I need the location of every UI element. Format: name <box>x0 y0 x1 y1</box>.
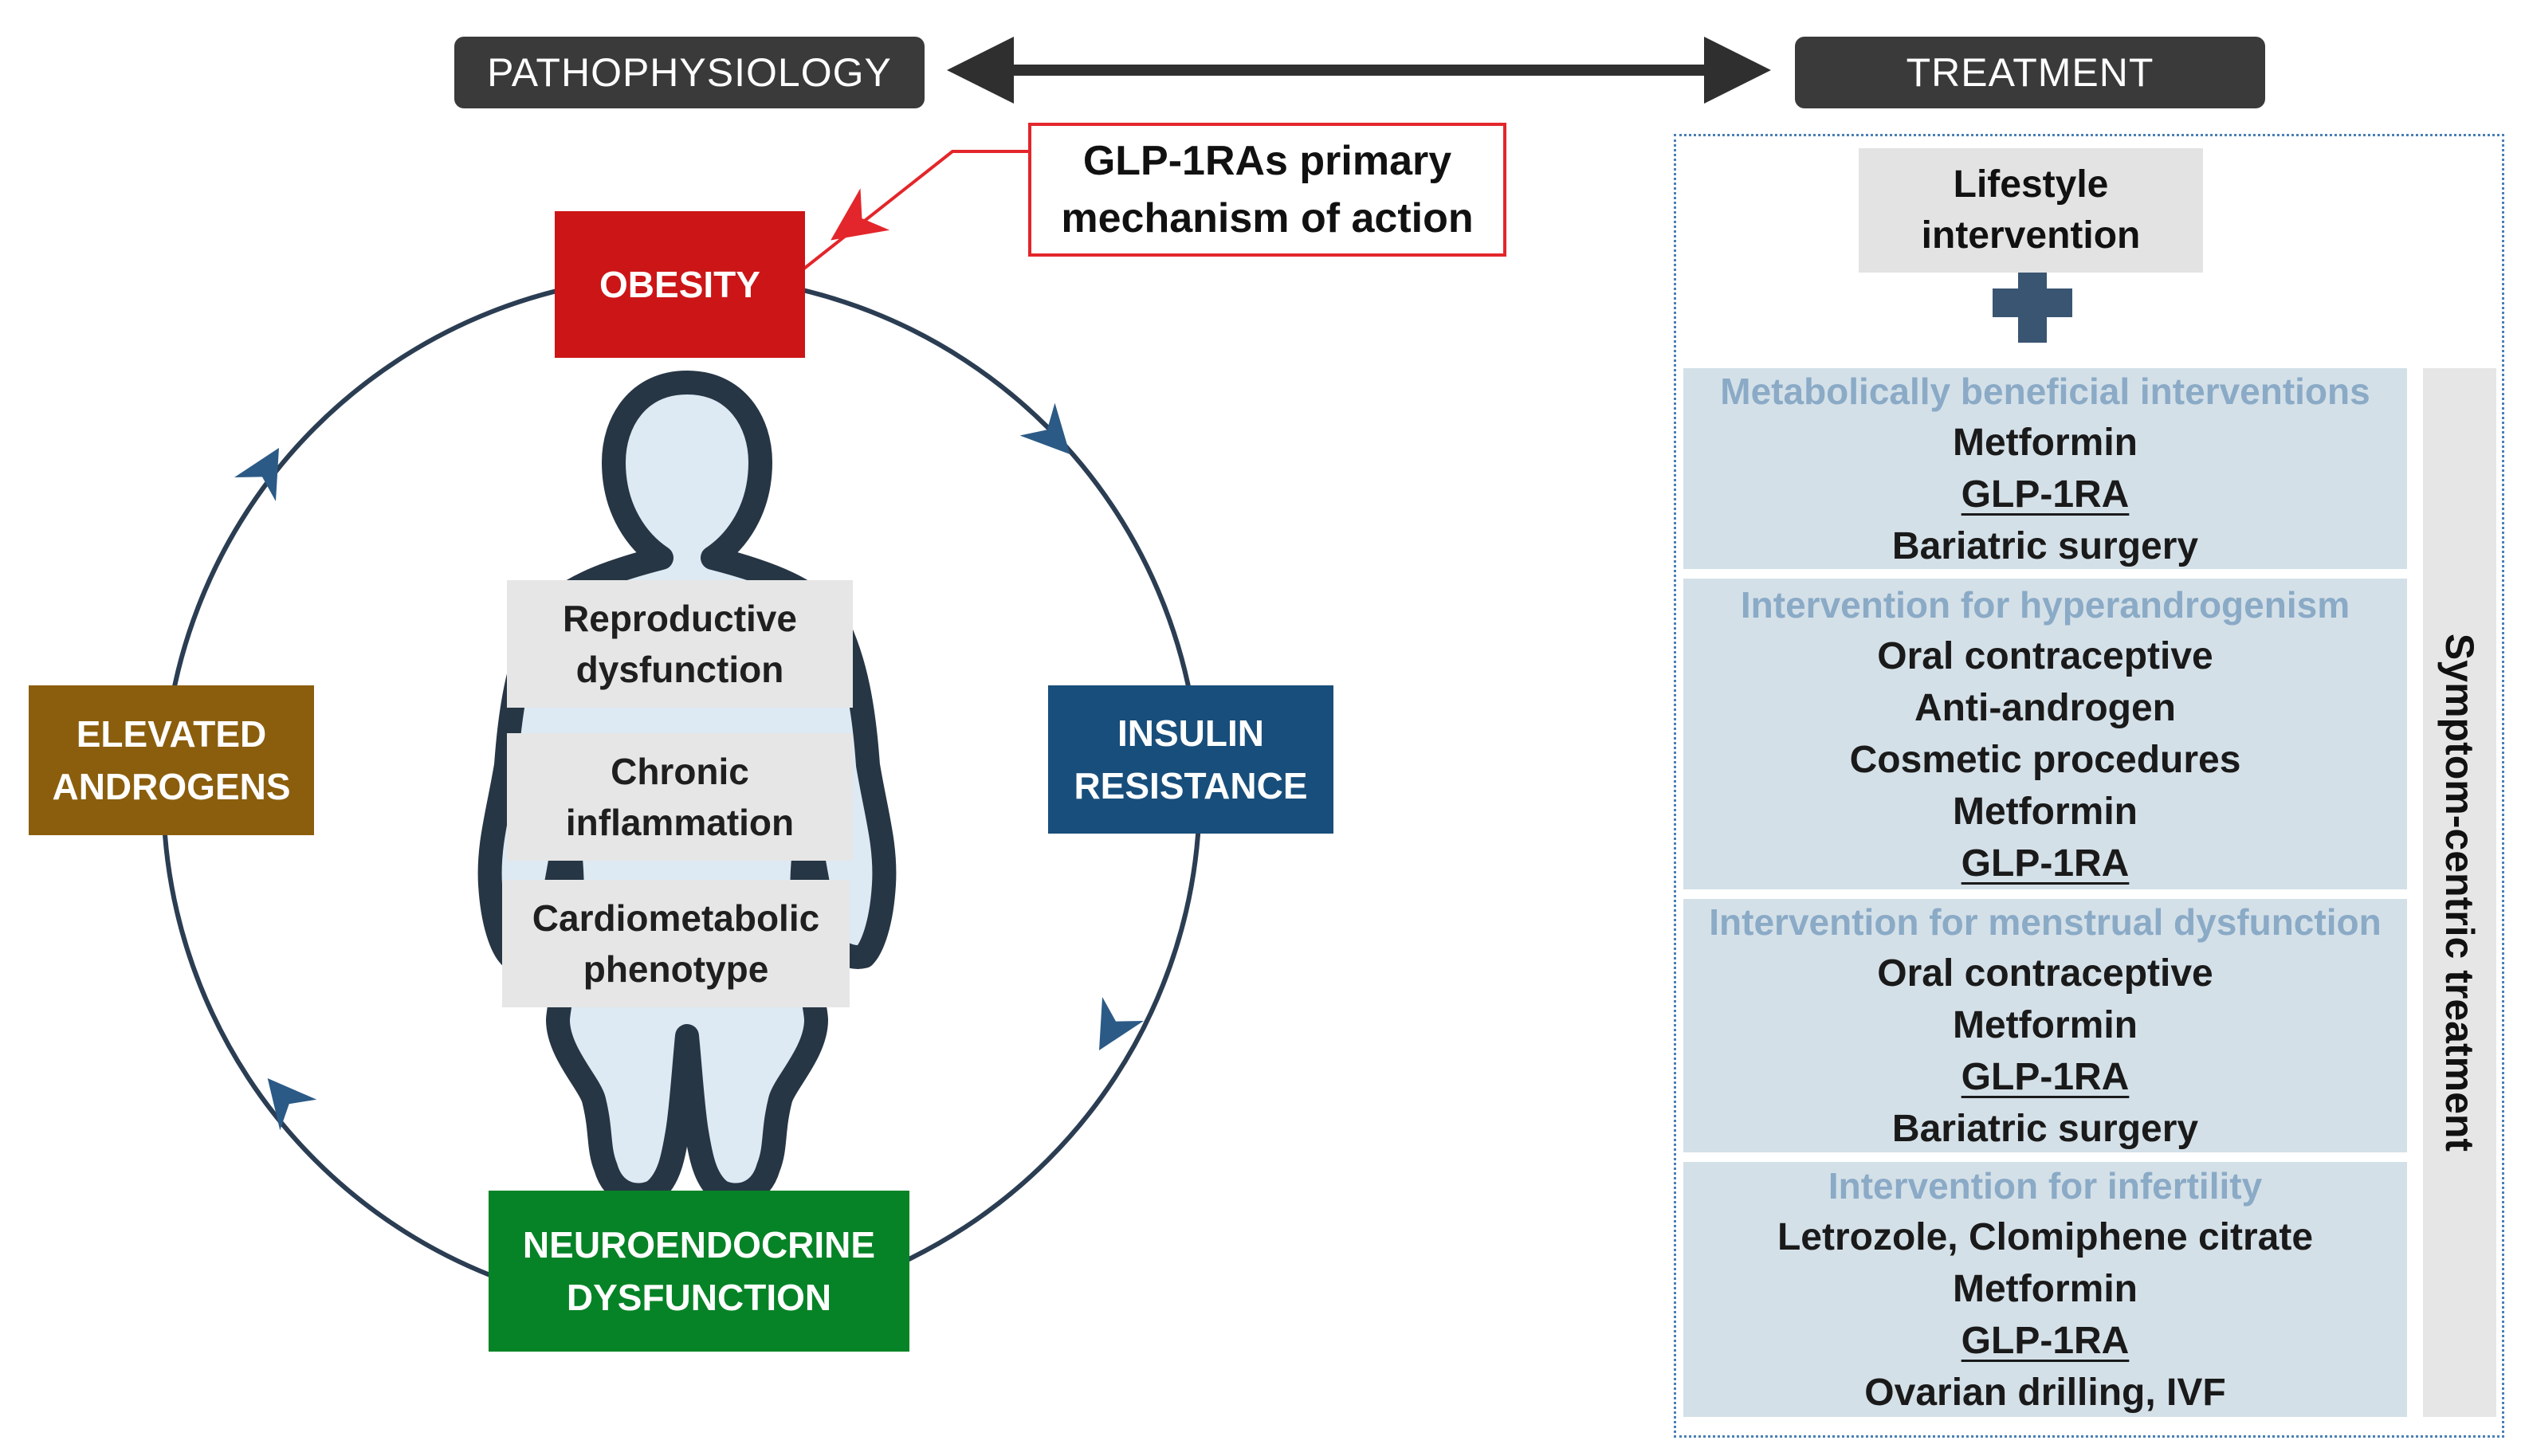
node-neuroendocrine-dysfunction: NEUROENDOCRINE DYSFUNCTION <box>489 1191 909 1352</box>
treatment-section-infertility: Intervention for infertility Letrozole, … <box>1683 1162 2407 1417</box>
section-item: Metformin <box>1953 790 2138 833</box>
node-neuro-line-1: NEUROENDOCRINE <box>522 1224 876 1266</box>
section-item: Metformin <box>1953 1268 2138 1310</box>
lifestyle-line-1: Lifestyle <box>1953 163 2109 206</box>
body-box-cardiometabolic: Cardiometabolic phenotype <box>502 880 850 1007</box>
chevron-obesity-to-insulin-icon <box>1019 402 1070 454</box>
pathophysiology-header-label: PATHOPHYSIOLOGY <box>487 50 892 95</box>
treatment-panel <box>1674 134 2504 1438</box>
section-item: Bariatric surgery <box>1891 524 2199 567</box>
callout-line-1: GLP-1RAs primary <box>1082 138 1452 184</box>
body-box-inflammation-line-1: Chronic <box>611 751 749 792</box>
node-insulin-line-2: RESISTANCE <box>1074 765 1308 806</box>
body-box-reproductive-line-2: dysfunction <box>575 649 784 690</box>
body-box-cardiometabolic-line-2: phenotype <box>583 948 769 990</box>
cycle-chevrons <box>234 402 1144 1131</box>
body-box-inflammation-line-2: inflammation <box>565 802 795 843</box>
node-androgen-line-2: ANDROGENS <box>52 766 291 807</box>
section-item: Ovarian drilling, IVF <box>1864 1372 2226 1414</box>
node-elevated-androgens: ELEVATED ANDROGENS <box>29 685 314 835</box>
section-heading: Intervention for menstrual dysfunction <box>1709 901 2382 943</box>
treatment-section-hyperandrogenism: Intervention for hyperandrogenism Oral c… <box>1683 579 2407 889</box>
section-item: Bariatric surgery <box>1891 1108 2199 1150</box>
section-heading: Intervention for infertility <box>1828 1165 2263 1207</box>
body-box-reproductive-line-1: Reproductive <box>563 598 797 639</box>
lifestyle-line-2: intervention <box>1921 214 2141 257</box>
node-insulin-resistance: INSULIN RESISTANCE <box>1048 685 1333 834</box>
node-insulin-line-1: INSULIN <box>1117 712 1264 754</box>
body-box-reproductive: Reproductive dysfunction <box>507 580 853 708</box>
chevron-insulin-to-neuro-icon <box>1099 997 1144 1050</box>
section-heading: Metabolically beneficial interventions <box>1720 370 2370 412</box>
section-item: Letrozole, Clomiphene citrate <box>1777 1216 2314 1258</box>
section-item: Anti-androgen <box>1914 686 2176 729</box>
section-item: Oral contraceptive <box>1877 952 2213 995</box>
section-item: GLP-1RA <box>1961 842 2130 885</box>
node-neuro-line-2: DYSFUNCTION <box>566 1277 832 1318</box>
plus-icon <box>1993 263 2072 343</box>
body-box-inflammation: Chronic inflammation <box>507 733 853 861</box>
node-obesity: OBESITY <box>555 211 805 358</box>
glp1-callout: GLP-1RAs primary mechanism of action <box>1028 123 1506 257</box>
treatment-header-label: TREATMENT <box>1906 50 2154 95</box>
node-obesity-label: OBESITY <box>599 264 760 305</box>
section-item: Cosmetic procedures <box>1849 738 2241 781</box>
chevron-neuro-to-androgen-icon <box>267 1078 317 1131</box>
symptom-centric-label: Symptom-centric treatment <box>2437 633 2482 1152</box>
symptom-centric-bar: Symptom-centric treatment <box>2423 368 2496 1417</box>
section-item: GLP-1RA <box>1961 1320 2130 1362</box>
chevron-androgen-to-obesity-icon <box>234 448 279 501</box>
section-item: GLP-1RA <box>1961 473 2130 516</box>
treatment-section-menstrual: Intervention for menstrual dysfunction O… <box>1683 899 2407 1152</box>
pathophysiology-header: PATHOPHYSIOLOGY <box>454 37 925 108</box>
section-item: GLP-1RA <box>1961 1056 2130 1098</box>
callout-arrowhead-icon <box>831 188 890 241</box>
section-item: Metformin <box>1953 421 2138 464</box>
callout-line-2: mechanism of action <box>1061 195 1474 241</box>
body-box-cardiometabolic-line-1: Cardiometabolic <box>532 897 820 939</box>
lifestyle-intervention-box: Lifestyle intervention <box>1859 148 2203 273</box>
section-item: Metformin <box>1953 1004 2138 1046</box>
callout-pointer <box>799 150 1028 273</box>
treatment-header: TREATMENT <box>1795 37 2265 108</box>
section-heading: Intervention for hyperandrogenism <box>1740 583 2350 626</box>
node-androgen-line-1: ELEVATED <box>76 713 267 755</box>
treatment-section-metabolic: Metabolically beneficial interventions M… <box>1683 368 2407 569</box>
section-item: Oral contraceptive <box>1877 634 2213 677</box>
